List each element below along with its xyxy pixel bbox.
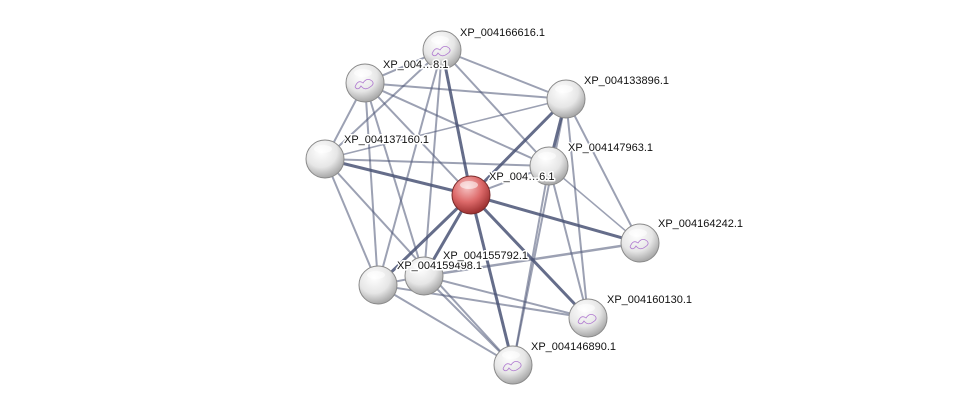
node-label: XP_004133896.1 [584,75,669,87]
node-highlight [431,36,449,44]
node-G[interactable] [620,223,660,263]
edge-B-H2[interactable] [364,82,425,277]
protein-structure-icon [354,79,374,90]
edge-E-G[interactable] [548,165,641,244]
edge-B-E[interactable] [364,82,550,167]
node-F[interactable] [451,175,491,215]
protein-structure-icon [431,46,451,57]
node-E[interactable] [529,146,569,186]
node-label: XP_004147963.1 [568,142,653,154]
edge-D-E[interactable] [324,158,550,167]
node-A[interactable] [422,30,462,70]
edge-F-H1[interactable] [376,193,473,287]
node-highlight [367,271,385,279]
node-label: XP_004160130.1 [607,294,692,306]
node-label: XP_004146890.1 [531,341,616,353]
edge-H1-J[interactable] [377,284,514,366]
node-label: XP_004…8.1 [383,59,448,71]
edge-B-C[interactable] [364,82,567,100]
node-label: XP_004164242.1 [658,218,743,230]
edge-H2-I[interactable] [423,275,589,319]
node-J[interactable] [493,345,533,385]
node-label: XP_004137160.1 [344,134,429,146]
edge-C-I[interactable] [565,98,589,319]
node-highlight [314,145,332,153]
node-H1[interactable] [358,265,398,305]
edge-F-C[interactable] [469,97,568,197]
edge-C-G[interactable] [565,98,641,244]
node-highlight [577,304,595,312]
edge-E-I[interactable] [548,165,589,319]
node-highlight [460,181,478,189]
node-highlight [538,152,556,160]
edge-F-I[interactable] [469,193,590,320]
node-C[interactable] [546,79,586,119]
node-H2[interactable] [404,256,444,296]
edge-E-J[interactable] [512,165,550,366]
edge-A-D[interactable] [324,49,443,160]
edge-D-H1[interactable] [324,158,379,286]
edge-H1-I[interactable] [377,284,589,319]
node-D[interactable] [305,139,345,179]
edge-F-A[interactable] [440,49,473,196]
node-highlight [629,229,647,237]
edge-F-J[interactable] [469,194,515,366]
edge-D-C[interactable] [324,98,567,160]
node-label: XP_004166616.1 [460,27,545,39]
protein-structure-icon [577,314,597,325]
edge-F-G[interactable] [470,193,641,245]
edge-A-E[interactable] [441,49,550,167]
node-highlight [413,262,431,270]
protein-structure-icon [629,239,649,250]
edge-A-C[interactable] [441,49,567,100]
protein-structure-icon [502,361,522,372]
node-label: XP_004155792.1 [443,250,528,262]
edge-H2-J[interactable] [423,275,514,366]
edge-B-H1[interactable] [364,82,379,286]
node-label: XP_004…6.1 [489,171,554,183]
node-highlight [354,69,372,77]
node-highlight [555,85,573,93]
node-B[interactable] [345,63,385,103]
edge-H2-G[interactable] [423,241,641,278]
node-label: XP_004159498.1 [397,260,482,272]
node-highlight [502,351,520,359]
node-I[interactable] [568,298,608,338]
edge-F-D[interactable] [324,157,472,197]
